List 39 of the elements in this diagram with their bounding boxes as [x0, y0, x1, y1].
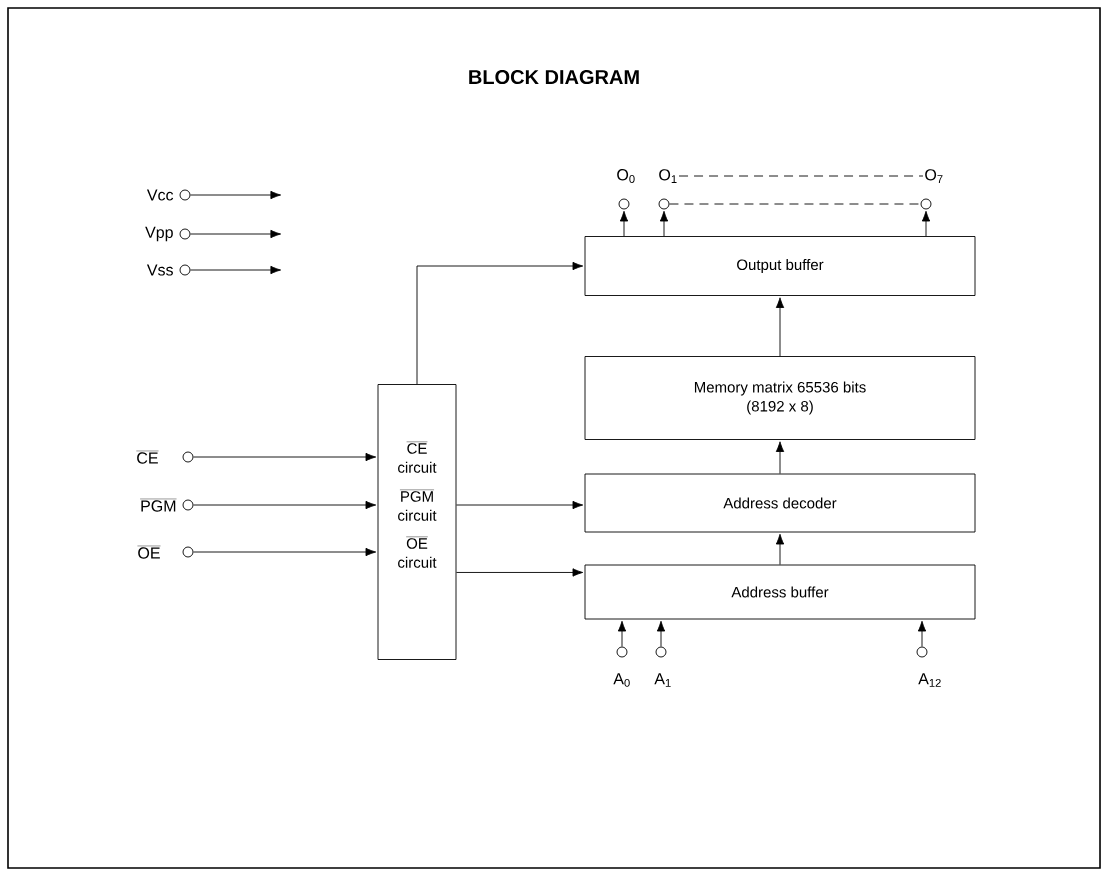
pin-label: PGM	[139, 498, 177, 512]
pin-label: Vss	[146, 264, 173, 276]
pin-label: A$_{12}$	[918, 673, 941, 687]
arrow	[917, 620, 927, 647]
circuit-label: OE circuit	[398, 536, 437, 568]
circuit-label: CE circuit	[398, 441, 437, 473]
arrow	[921, 210, 931, 237]
arrow	[190, 265, 282, 275]
arrow	[193, 500, 377, 510]
arrow	[659, 210, 669, 237]
arrow	[617, 620, 627, 647]
arrow	[656, 620, 666, 647]
circuit-label: PGM circuit	[398, 489, 437, 521]
block-box: Address buffer	[584, 564, 976, 620]
pin-label: O$_{7}$	[925, 169, 943, 183]
pin-label: O$_{0}$	[617, 169, 635, 183]
arrow	[193, 452, 377, 462]
arrow	[775, 297, 785, 357]
block-box: Address decoder	[584, 473, 976, 533]
arrow	[190, 229, 282, 239]
arrow	[619, 210, 629, 237]
pin-label: OE	[137, 545, 161, 559]
arrow	[416, 261, 584, 385]
arrow	[775, 441, 785, 474]
arrow	[190, 190, 282, 200]
pin-label: A$_{0}$	[613, 673, 630, 687]
arrow	[193, 547, 377, 557]
arrow	[456, 568, 584, 577]
pin-label: Vcc	[146, 189, 174, 201]
arrow	[456, 500, 584, 510]
pin-label: CE	[136, 450, 159, 464]
block-box: Output buffer	[584, 236, 976, 296]
arrow	[775, 533, 785, 565]
title: BLOCK DIAGRAM	[469, 69, 639, 85]
pin-label: O$_{1}$	[659, 169, 677, 183]
circuit-box	[377, 384, 457, 660]
pin-label: Vpp	[145, 226, 173, 242]
pin-label: A$_{1}$	[654, 673, 671, 687]
block-box: Memory matrix 65536 bits (8192 x 8)	[584, 356, 976, 440]
